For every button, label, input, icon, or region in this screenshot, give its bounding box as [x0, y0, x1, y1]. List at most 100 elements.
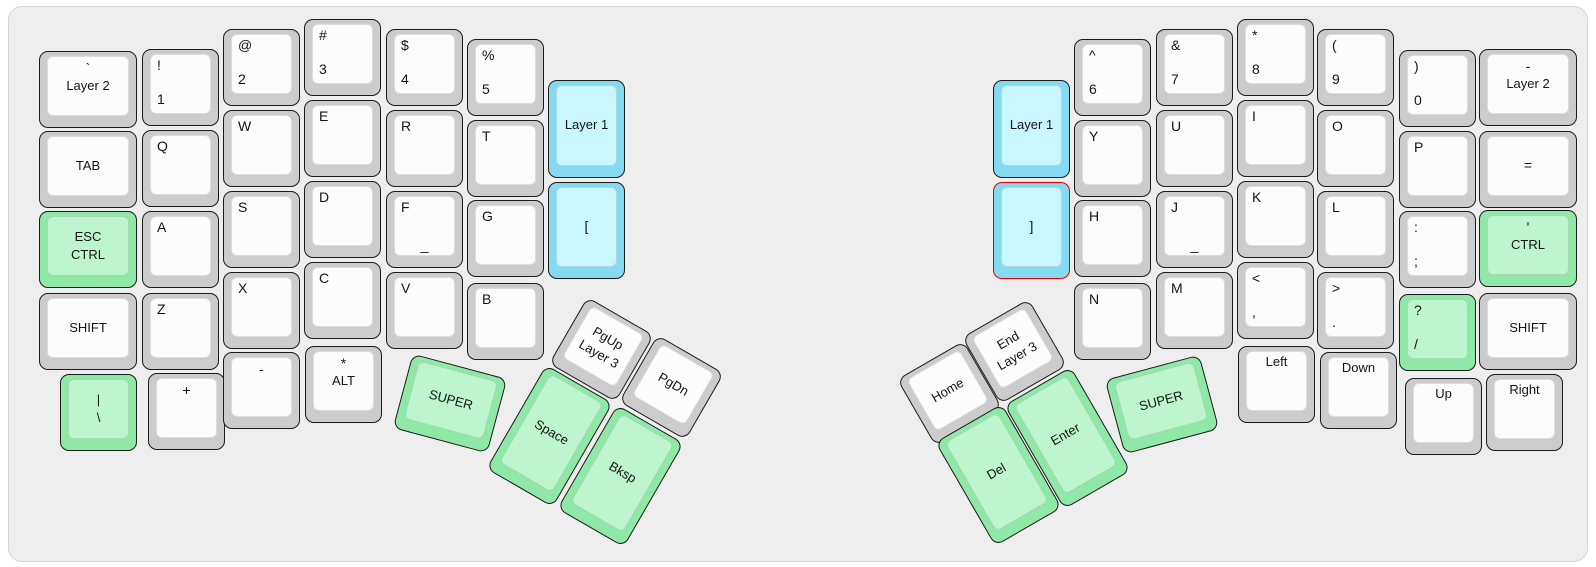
key-2[interactable]: @2 — [223, 29, 300, 106]
key-label: _ — [1190, 236, 1199, 253]
key-h[interactable]: H — [1074, 200, 1151, 277]
keycap-surface: R — [394, 115, 455, 175]
key-z[interactable]: Z — [142, 293, 219, 370]
keycap-surface: K — [1245, 186, 1306, 246]
key-label: H — [1089, 208, 1100, 224]
key-quote-ctrl[interactable]: 'CTRL — [1479, 210, 1577, 287]
key-4[interactable]: $4 — [386, 29, 463, 106]
key-w[interactable]: W — [223, 110, 300, 187]
keycap-surface: Layer 1 — [556, 85, 617, 166]
key-minus-layer2-right[interactable]: -Layer 2 — [1479, 49, 1577, 126]
key-grave-layer2-left[interactable]: `Layer 2 — [39, 51, 137, 128]
key-t[interactable]: T — [467, 120, 544, 197]
keycap-surface: M — [1164, 277, 1225, 337]
key-layer1-left[interactable]: Layer 1 — [548, 80, 625, 178]
key-rbracket[interactable]: ] — [993, 182, 1070, 279]
key-lbracket[interactable]: [ — [548, 182, 625, 279]
key-period[interactable]: >. — [1317, 272, 1394, 349]
keycap-surface: D — [312, 186, 373, 246]
keycap-surface: Y — [1082, 125, 1143, 185]
key-9[interactable]: (9 — [1317, 29, 1394, 106]
key-label: SUPER — [1137, 387, 1185, 414]
key-label: Layer 2 — [66, 77, 110, 93]
key-label: X — [238, 280, 248, 296]
key-p[interactable]: P — [1399, 131, 1476, 208]
key-r[interactable]: R — [386, 110, 463, 187]
key-label: ) — [1414, 58, 1419, 74]
key-l[interactable]: L — [1317, 191, 1394, 268]
key-c[interactable]: C — [304, 262, 381, 339]
key-f[interactable]: F_ — [386, 191, 463, 268]
key-e[interactable]: E — [304, 100, 381, 177]
key-plus[interactable]: + — [148, 373, 225, 450]
key-label: G — [482, 208, 493, 224]
key-u[interactable]: U — [1156, 110, 1233, 187]
key-pipe-backslash[interactable]: | \ — [60, 374, 137, 451]
keycap-surface: *ALT — [313, 351, 374, 411]
key-a[interactable]: A — [142, 211, 219, 288]
key-label: ALT — [332, 372, 355, 388]
key-shift-right[interactable]: SHIFT — [1479, 293, 1577, 370]
key-up-arrow[interactable]: Up — [1405, 378, 1482, 455]
key-label: Layer 2 — [1506, 75, 1550, 91]
key-comma[interactable]: <, — [1237, 262, 1314, 339]
key-s[interactable]: S — [223, 191, 300, 268]
key-super-right[interactable]: SUPER — [1104, 354, 1220, 455]
key-equals[interactable]: = — [1479, 131, 1577, 208]
key-label: 1 — [157, 90, 165, 107]
key-label: ` — [85, 60, 91, 76]
key-esc-ctrl[interactable]: ESC CTRL — [39, 211, 137, 288]
key-label: E — [319, 108, 329, 124]
key-8[interactable]: *8 — [1237, 19, 1314, 96]
key-minus-left[interactable]: - — [223, 352, 300, 429]
keycap-surface: 'CTRL — [1487, 215, 1569, 275]
key-label: B — [482, 291, 492, 307]
key-i[interactable]: I — [1237, 100, 1314, 177]
key-1[interactable]: !1 — [142, 49, 219, 126]
key-label: / — [1414, 335, 1418, 352]
key-6[interactable]: ^6 — [1074, 39, 1151, 116]
key-o[interactable]: O — [1317, 110, 1394, 187]
key-label: K — [1252, 189, 1262, 205]
keycap-surface: Layer 1 — [1001, 85, 1062, 166]
key-label: Left — [1265, 354, 1288, 369]
key-left-arrow[interactable]: Left — [1238, 346, 1315, 423]
key-colon-semicolon[interactable]: :; — [1399, 211, 1476, 288]
key-right-arrow[interactable]: Right — [1486, 374, 1563, 451]
key-7[interactable]: &7 — [1156, 29, 1233, 106]
keycap-surface: *8 — [1245, 24, 1306, 84]
key-label: Y — [1089, 128, 1099, 144]
key-j[interactable]: J_ — [1156, 191, 1233, 268]
key-v[interactable]: V — [386, 272, 463, 349]
key-tab[interactable]: TAB — [39, 131, 137, 208]
key-5[interactable]: %5 — [467, 39, 544, 116]
keycap-surface: `Layer 2 — [47, 56, 129, 116]
key-g[interactable]: G — [467, 200, 544, 277]
key-label: W — [238, 118, 252, 134]
key-q[interactable]: Q — [142, 130, 219, 207]
key-m[interactable]: M — [1156, 272, 1233, 349]
key-k[interactable]: K — [1237, 181, 1314, 258]
key-n[interactable]: N — [1074, 283, 1151, 360]
key-question-slash[interactable]: ?/ — [1399, 294, 1476, 371]
key-b[interactable]: B — [467, 283, 544, 360]
key-label: : — [1414, 219, 1418, 235]
key-layer1-right[interactable]: Layer 1 — [993, 80, 1070, 178]
keycap-surface: T — [475, 125, 536, 185]
key-y[interactable]: Y — [1074, 120, 1151, 197]
keycap-surface: ^6 — [1082, 44, 1143, 104]
key-super-left[interactable]: SUPER — [392, 353, 508, 454]
key-label: O — [1332, 118, 1343, 134]
key-down-arrow[interactable]: Down — [1320, 352, 1397, 429]
key-3[interactable]: #3 — [304, 19, 381, 96]
key-x[interactable]: X — [223, 272, 300, 349]
keycap-surface: - — [231, 357, 292, 417]
key-label: ] — [1029, 218, 1034, 235]
key-d[interactable]: D — [304, 181, 381, 258]
key-shift-left[interactable]: SHIFT — [39, 293, 137, 370]
key-0[interactable]: )0 — [1399, 50, 1476, 127]
key-asterisk-alt[interactable]: *ALT — [305, 346, 382, 423]
key-label: A — [157, 219, 167, 235]
key-label: TAB — [75, 157, 101, 173]
